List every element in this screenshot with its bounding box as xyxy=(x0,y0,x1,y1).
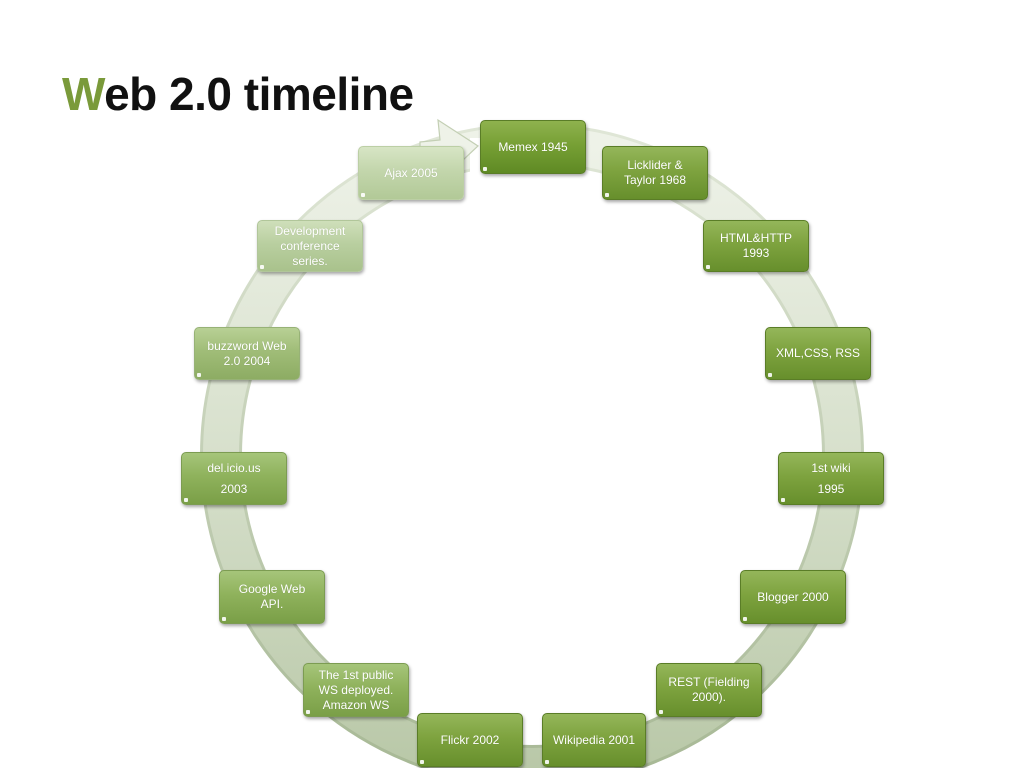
timeline-node: Wikipedia 2001 xyxy=(542,713,646,767)
timeline-node: Licklider &Taylor 1968 xyxy=(602,146,708,200)
node-label-line: Google Web xyxy=(238,582,306,596)
node-label-line: Licklider & xyxy=(627,158,683,172)
timeline-node: XML,CSS, RSS xyxy=(765,327,871,380)
node-label-line: Memex 1945 xyxy=(498,139,568,154)
node-label-line: Taylor 1968 xyxy=(623,173,687,187)
timeline-node: Ajax 2005 xyxy=(358,146,464,200)
timeline-node: Memex 1945 xyxy=(480,120,586,174)
node-label-line: 1995 xyxy=(817,481,845,496)
node-label-line: 2.0 2004 xyxy=(223,353,271,368)
node-label-line: Amazon WS xyxy=(322,697,390,712)
node-label-line: XML,CSS, RSS xyxy=(775,346,861,360)
node-label-line: 1993 xyxy=(742,246,770,260)
node-label-line: Blogger 2000 xyxy=(757,589,829,604)
node-label-line: Flickr 2002 xyxy=(440,732,500,747)
node-label-line: Development xyxy=(274,223,346,238)
timeline-node: Flickr 2002 xyxy=(417,713,523,767)
node-label-line: REST (Fielding xyxy=(668,675,750,689)
node-label-line: API. xyxy=(260,597,284,611)
node-label-line: del.icio.us xyxy=(207,460,261,475)
timeline-node: del.icio.us 2003 xyxy=(181,452,287,505)
node-label-line: Wikipedia 2001 xyxy=(552,732,636,747)
node-label-line: buzzword Web xyxy=(207,338,287,353)
timeline-node: 1st wiki 1995 xyxy=(778,452,884,505)
title-first-letter: W xyxy=(62,68,105,120)
title-rest: eb 2.0 timeline xyxy=(104,68,414,120)
node-label-line: HTML&HTTP xyxy=(720,231,792,245)
node-label-line: Ajax 2005 xyxy=(384,165,438,180)
node-label-line: 2003 xyxy=(220,481,248,496)
node-label-line: conference xyxy=(280,238,340,253)
node-label-line: 2000). xyxy=(691,690,727,704)
node-label-line: 1st wiki xyxy=(811,460,851,475)
node-label-line: WS deployed. xyxy=(318,682,394,697)
slide-title: Web 2.0 timeline xyxy=(62,66,414,122)
timeline-node: Blogger 2000 xyxy=(740,570,846,624)
node-label-line: series. xyxy=(292,253,328,268)
node-label-line: The 1st public xyxy=(318,667,394,682)
